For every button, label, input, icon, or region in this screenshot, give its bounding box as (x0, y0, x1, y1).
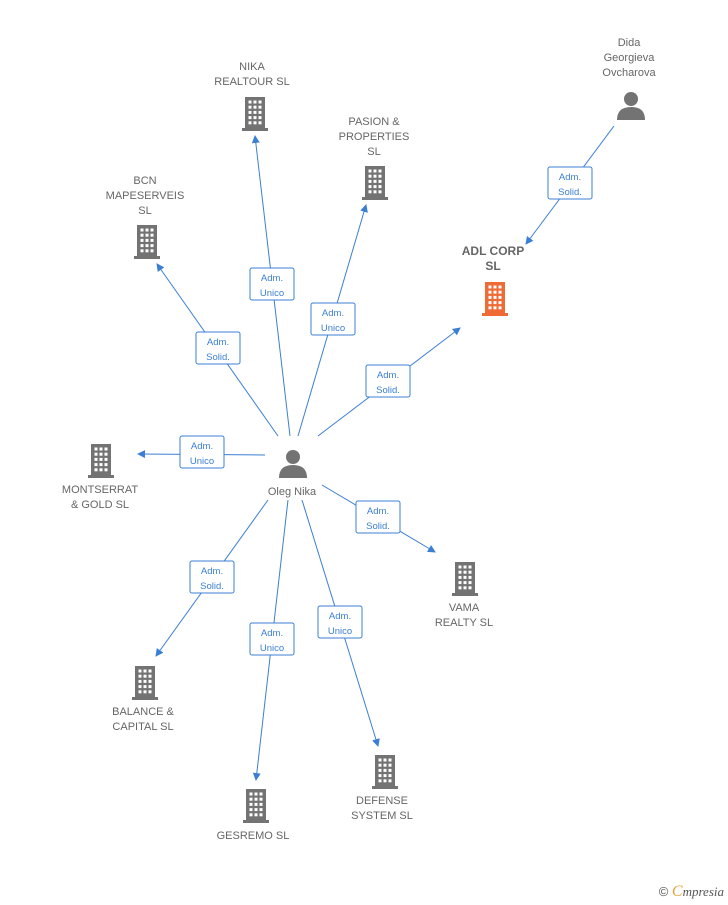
node-nika[interactable]: NIKA REALTOUR SL (214, 61, 290, 131)
relation-badge-oleg-nika[interactable]: Adm. Unico (249, 267, 295, 301)
brand-name: mpresia (682, 884, 724, 899)
node-balance[interactable]: BALANCE & CAPITAL SL (112, 666, 175, 733)
building-icon (88, 444, 114, 478)
node-label-line: BCN (133, 175, 156, 187)
node-label-line: REALTOUR SL (214, 76, 289, 88)
node-label-line: Georgieva (604, 52, 656, 64)
person-icon (279, 450, 307, 478)
node-gesremo[interactable]: GESREMO SL (217, 789, 290, 842)
relation-label-line: Solid. (206, 352, 230, 363)
brand-initial: C (671, 883, 683, 900)
node-label-line: GESREMO SL (217, 830, 290, 842)
building-icon (452, 562, 478, 596)
person-icon (617, 92, 645, 120)
relation-label-line: Unico (190, 456, 214, 467)
node-label-line: MAPESERVEIS (106, 190, 185, 202)
node-label-line: DEFENSE (356, 795, 408, 807)
node-oleg[interactable]: Oleg Nika (268, 450, 317, 498)
node-defense[interactable]: DEFENSE SYSTEM SL (351, 755, 413, 822)
relation-badge-oleg-bcn[interactable]: Adm. Solid. (195, 331, 241, 365)
node-label-line: SL (138, 205, 151, 217)
relation-label-line: Adm. (261, 273, 283, 284)
node-bcn[interactable]: BCN MAPESERVEIS SL (106, 175, 185, 259)
relation-badge-oleg-vama[interactable]: Adm. Solid. (355, 500, 401, 534)
node-pasion[interactable]: PASION & PROPERTIES SL (339, 116, 410, 200)
building-icon (242, 97, 268, 131)
node-vama[interactable]: VAMA REALTY SL (435, 562, 493, 629)
relation-label-line: Solid. (200, 581, 224, 592)
relation-label-line: Unico (321, 323, 345, 334)
node-montserrat[interactable]: MONTSERRAT & GOLD SL (62, 444, 138, 511)
node-label-line: Oleg Nika (268, 486, 317, 498)
relation-label-line: Unico (260, 643, 284, 654)
relation-label-line: Unico (260, 288, 284, 299)
relation-badge-oleg-balance[interactable]: Adm. Solid. (189, 560, 235, 594)
relation-label-line: Adm. (377, 370, 399, 381)
relation-label-line: Unico (328, 626, 352, 637)
brand-watermark: © Cmpresia (659, 883, 724, 901)
relation-badge-oleg-pasion[interactable]: Adm. Unico (310, 302, 356, 336)
building-icon (132, 666, 158, 700)
node-label-line: Ovcharova (602, 67, 656, 79)
node-label-line: CAPITAL SL (112, 721, 173, 733)
relation-label-line: Adm. (367, 506, 389, 517)
relation-badge-oleg-montserrat[interactable]: Adm. Unico (179, 435, 225, 469)
relation-label-line: Adm. (201, 566, 223, 577)
building-icon (134, 225, 160, 259)
relation-label-line: Solid. (558, 187, 582, 198)
building-icon (372, 755, 398, 789)
relation-badge-oleg-defense[interactable]: Adm. Unico (317, 605, 363, 639)
relation-label-line: Adm. (191, 441, 213, 452)
node-label-line: SL (485, 259, 500, 273)
nodes-layer: NIKA REALTOUR SL PASION & PROPERTIES SL BCN MA… (62, 37, 657, 842)
building-icon (243, 789, 269, 823)
relation-label-line: Adm. (322, 308, 344, 319)
relation-label-line: Adm. (559, 172, 581, 183)
node-label-line: BALANCE & (112, 706, 174, 718)
relation-label-line: Solid. (376, 385, 400, 396)
node-label-line: NIKA (239, 61, 265, 73)
relation-label-line: Adm. (207, 337, 229, 348)
relation-label-line: Adm. (261, 628, 283, 639)
relation-label-line: Solid. (366, 521, 390, 532)
node-label-line: MONTSERRAT (62, 484, 138, 496)
copyright-symbol: © (658, 884, 669, 899)
relation-badge-oleg-gesremo[interactable]: Adm. Unico (249, 622, 295, 656)
relation-labels-layer: Adm.UnicoAdm.UnicoAdm.Solid.Adm.Solid.Ad… (179, 166, 593, 656)
node-label-line: REALTY SL (435, 617, 493, 629)
node-label-line: VAMA (449, 602, 480, 614)
node-label-line: PROPERTIES (339, 131, 410, 143)
relation-badge-dida-adl[interactable]: Adm. Solid. (547, 166, 593, 200)
relation-badge-oleg-adl[interactable]: Adm. Solid. (365, 364, 411, 398)
node-label-line: SL (367, 146, 380, 158)
relation-label-line: Adm. (329, 611, 351, 622)
node-label-line: ADL CORP (462, 244, 524, 258)
building-icon (362, 166, 388, 200)
node-label-line: & GOLD SL (71, 499, 129, 511)
node-label-line: Dida (618, 37, 642, 49)
node-label-line: SYSTEM SL (351, 810, 413, 822)
building-icon (482, 282, 508, 316)
node-label-line: PASION & (348, 116, 400, 128)
